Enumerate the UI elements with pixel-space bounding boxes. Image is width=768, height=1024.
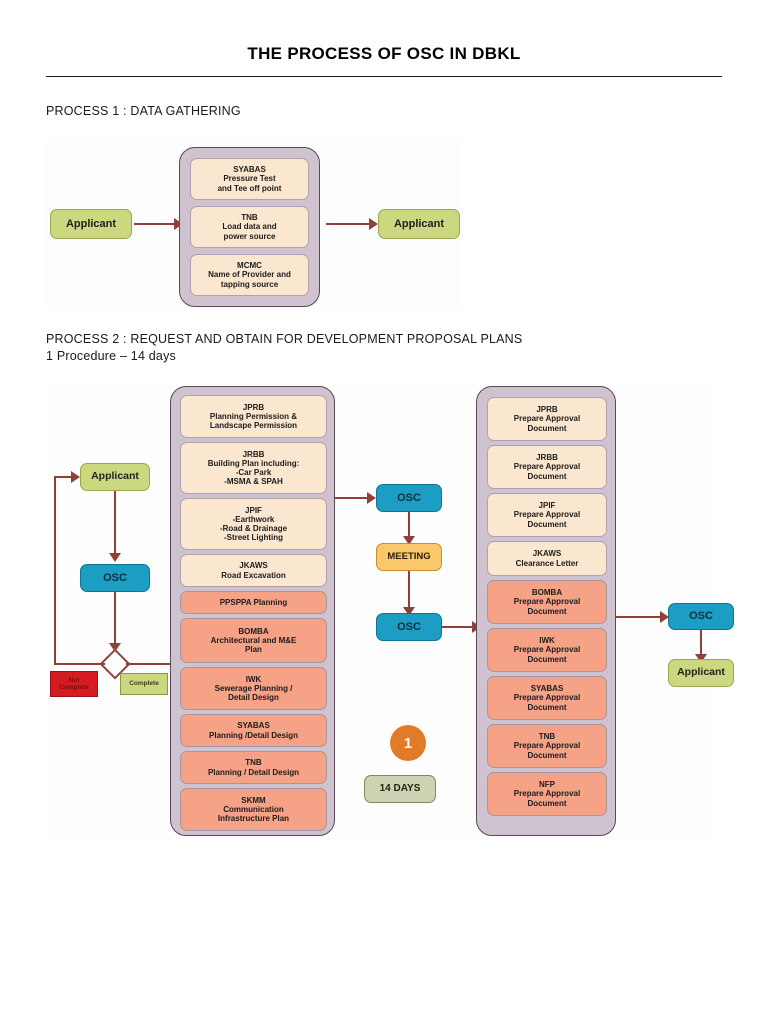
p1-agency-container: SYABAS Pressure Test and Tee off point T…	[179, 147, 320, 307]
p2-loop-head	[71, 471, 80, 483]
p2-osc-right: OSC	[668, 603, 734, 630]
p1-arrow-out-line	[326, 223, 369, 226]
p2-osc-left: OSC	[80, 564, 150, 592]
p2-arrow-osc-applicant-line	[700, 630, 703, 659]
p2-loop-left	[54, 477, 57, 665]
title-divider	[46, 76, 722, 77]
p2-submission-box: PPSPPA Planning	[180, 591, 327, 614]
p2-arrow-osc-approval-line	[442, 626, 474, 629]
p2-duration-badge: 14 DAYS	[364, 775, 436, 803]
p2-approval-box: NFP Prepare Approval Document	[487, 772, 607, 816]
p1-applicant-end: Applicant	[378, 209, 460, 239]
p2-submission-box: JKAWS Road Excavation	[180, 554, 327, 587]
p1-arrow-in-head	[174, 218, 183, 230]
p2-arrow-decision-submission-line	[126, 663, 172, 666]
p2-arrow-osc-decision-head	[109, 643, 121, 652]
p2-approval-box: JRBB Prepare Approval Document	[487, 445, 607, 489]
p2-approval-box: IWK Prepare Approval Document	[487, 628, 607, 672]
p2-approval-box: BOMBA Prepare Approval Document	[487, 580, 607, 624]
p1-arrow-out-head	[369, 218, 378, 230]
p2-loop-top	[54, 476, 72, 479]
process-2-diagram: Applicant OSC Not Complete Complete JPRB…	[46, 381, 734, 841]
p2-arrow-osc-applicant-head	[695, 654, 707, 663]
p2-loop-bottom	[54, 663, 105, 666]
p2-complete-badge: Complete	[120, 673, 168, 695]
p2-osc-middle-top: OSC	[376, 484, 442, 512]
p2-arrow-approval-osc-line	[616, 616, 662, 619]
p2-arrow-osc-decision-line	[114, 592, 117, 648]
p2-submission-box: JRBB Building Plan including: -Car Park …	[180, 442, 327, 494]
p2-submission-box: SKMM Communication Infrastructure Plan	[180, 788, 327, 831]
p2-osc-middle-bottom: OSC	[376, 613, 442, 641]
p2-approval-box: JPRB Prepare Approval Document	[487, 397, 607, 441]
process-2-label: PROCESS 2 : REQUEST AND OBTAIN FOR DEVEL…	[46, 332, 523, 346]
p2-approval-box: JPIF Prepare Approval Document	[487, 493, 607, 537]
p2-arrow-osc-meeting-line	[408, 512, 411, 541]
page-title: THE PROCESS OF OSC IN DBKL	[247, 44, 521, 63]
p2-meeting: MEETING	[376, 543, 442, 571]
p2-submission-box: TNB Planning / Detail Design	[180, 751, 327, 784]
p2-submission-box: JPIF -Earthwork -Road & Drainage -Street…	[180, 498, 327, 550]
process-2-sublabel: 1 Procedure – 14 days	[46, 349, 176, 363]
p2-arrow-submission-osc-head	[367, 492, 376, 504]
p1-agency-box: MCMC Name of Provider and tapping source	[190, 254, 309, 296]
p2-step-number: 1	[390, 725, 426, 761]
p2-approval-box: SYABAS Prepare Approval Document	[487, 676, 607, 720]
p1-agency-box: SYABAS Pressure Test and Tee off point	[190, 158, 309, 200]
p2-applicant: Applicant	[80, 463, 150, 491]
p2-submission-container: JPRB Planning Permission & Landscape Per…	[170, 386, 335, 836]
p2-arrow-applicant-osc-head	[109, 553, 121, 562]
p2-submission-box: BOMBA Architectural and M&E Plan	[180, 618, 327, 663]
p2-arrow-meeting-osc-line	[408, 571, 411, 612]
p2-not-complete-badge: Not Complete	[50, 671, 98, 697]
p2-arrow-osc-meeting-head	[403, 536, 415, 545]
p1-arrow-in-line	[134, 223, 174, 226]
process-1-label: PROCESS 1 : DATA GATHERING	[46, 104, 241, 118]
p2-approval-box: JKAWS Clearance Letter	[487, 541, 607, 576]
p2-submission-box: IWK Sewerage Planning / Detail Design	[180, 667, 327, 710]
p2-arrow-submission-osc-line	[335, 497, 369, 500]
process-1-diagram: Applicant SYABAS Pressure Test and Tee o…	[46, 139, 462, 309]
p2-approval-box: TNB Prepare Approval Document	[487, 724, 607, 768]
p2-submission-box: JPRB Planning Permission & Landscape Per…	[180, 395, 327, 438]
p2-submission-box: SYABAS Planning /Detail Design	[180, 714, 327, 747]
p1-applicant-start: Applicant	[50, 209, 132, 239]
p2-arrow-meeting-osc-head	[403, 607, 415, 616]
p1-agency-box: TNB Load data and power source	[190, 206, 309, 248]
p2-approval-container: JPRB Prepare Approval Document JRBB Prep…	[476, 386, 616, 836]
p2-arrow-approval-osc-head	[660, 611, 669, 623]
p2-arrow-applicant-osc-line	[114, 491, 117, 557]
p2-applicant-right: Applicant	[668, 659, 734, 687]
